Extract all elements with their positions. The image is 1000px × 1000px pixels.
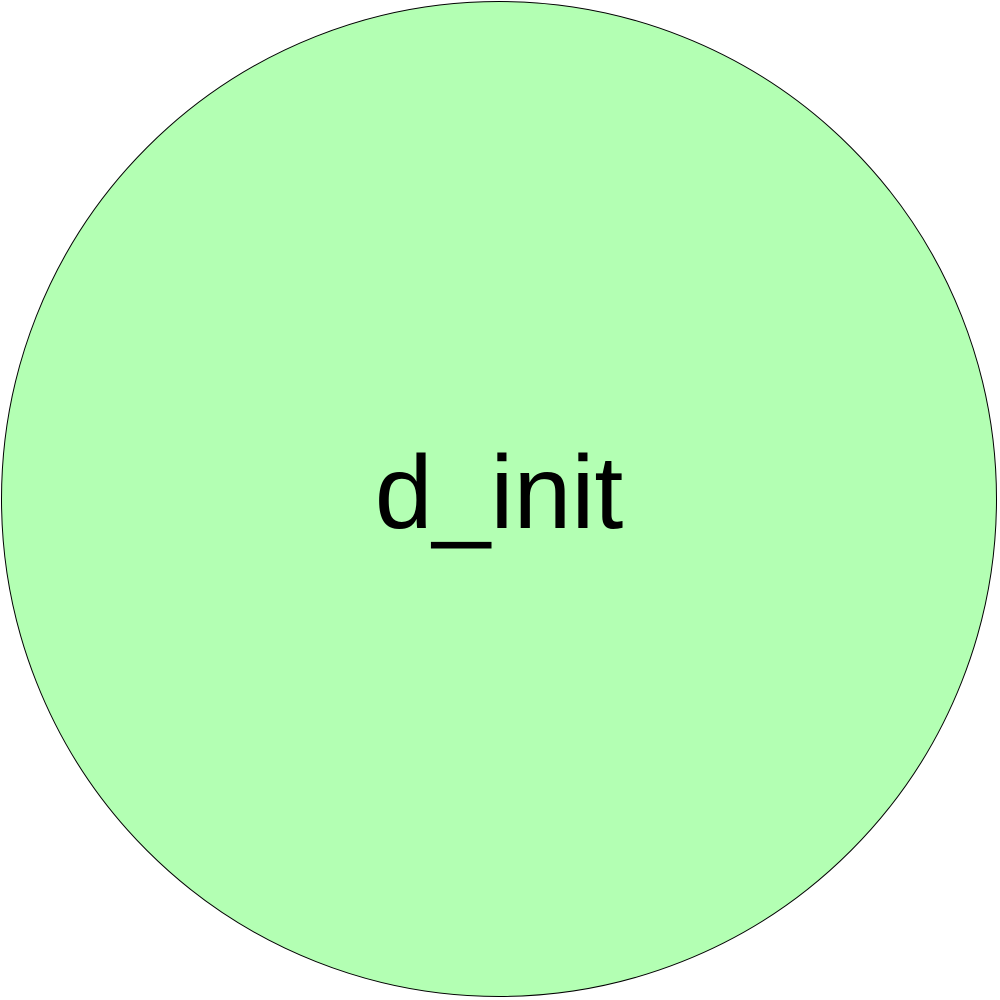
state-node-label: d_init [374, 435, 624, 551]
